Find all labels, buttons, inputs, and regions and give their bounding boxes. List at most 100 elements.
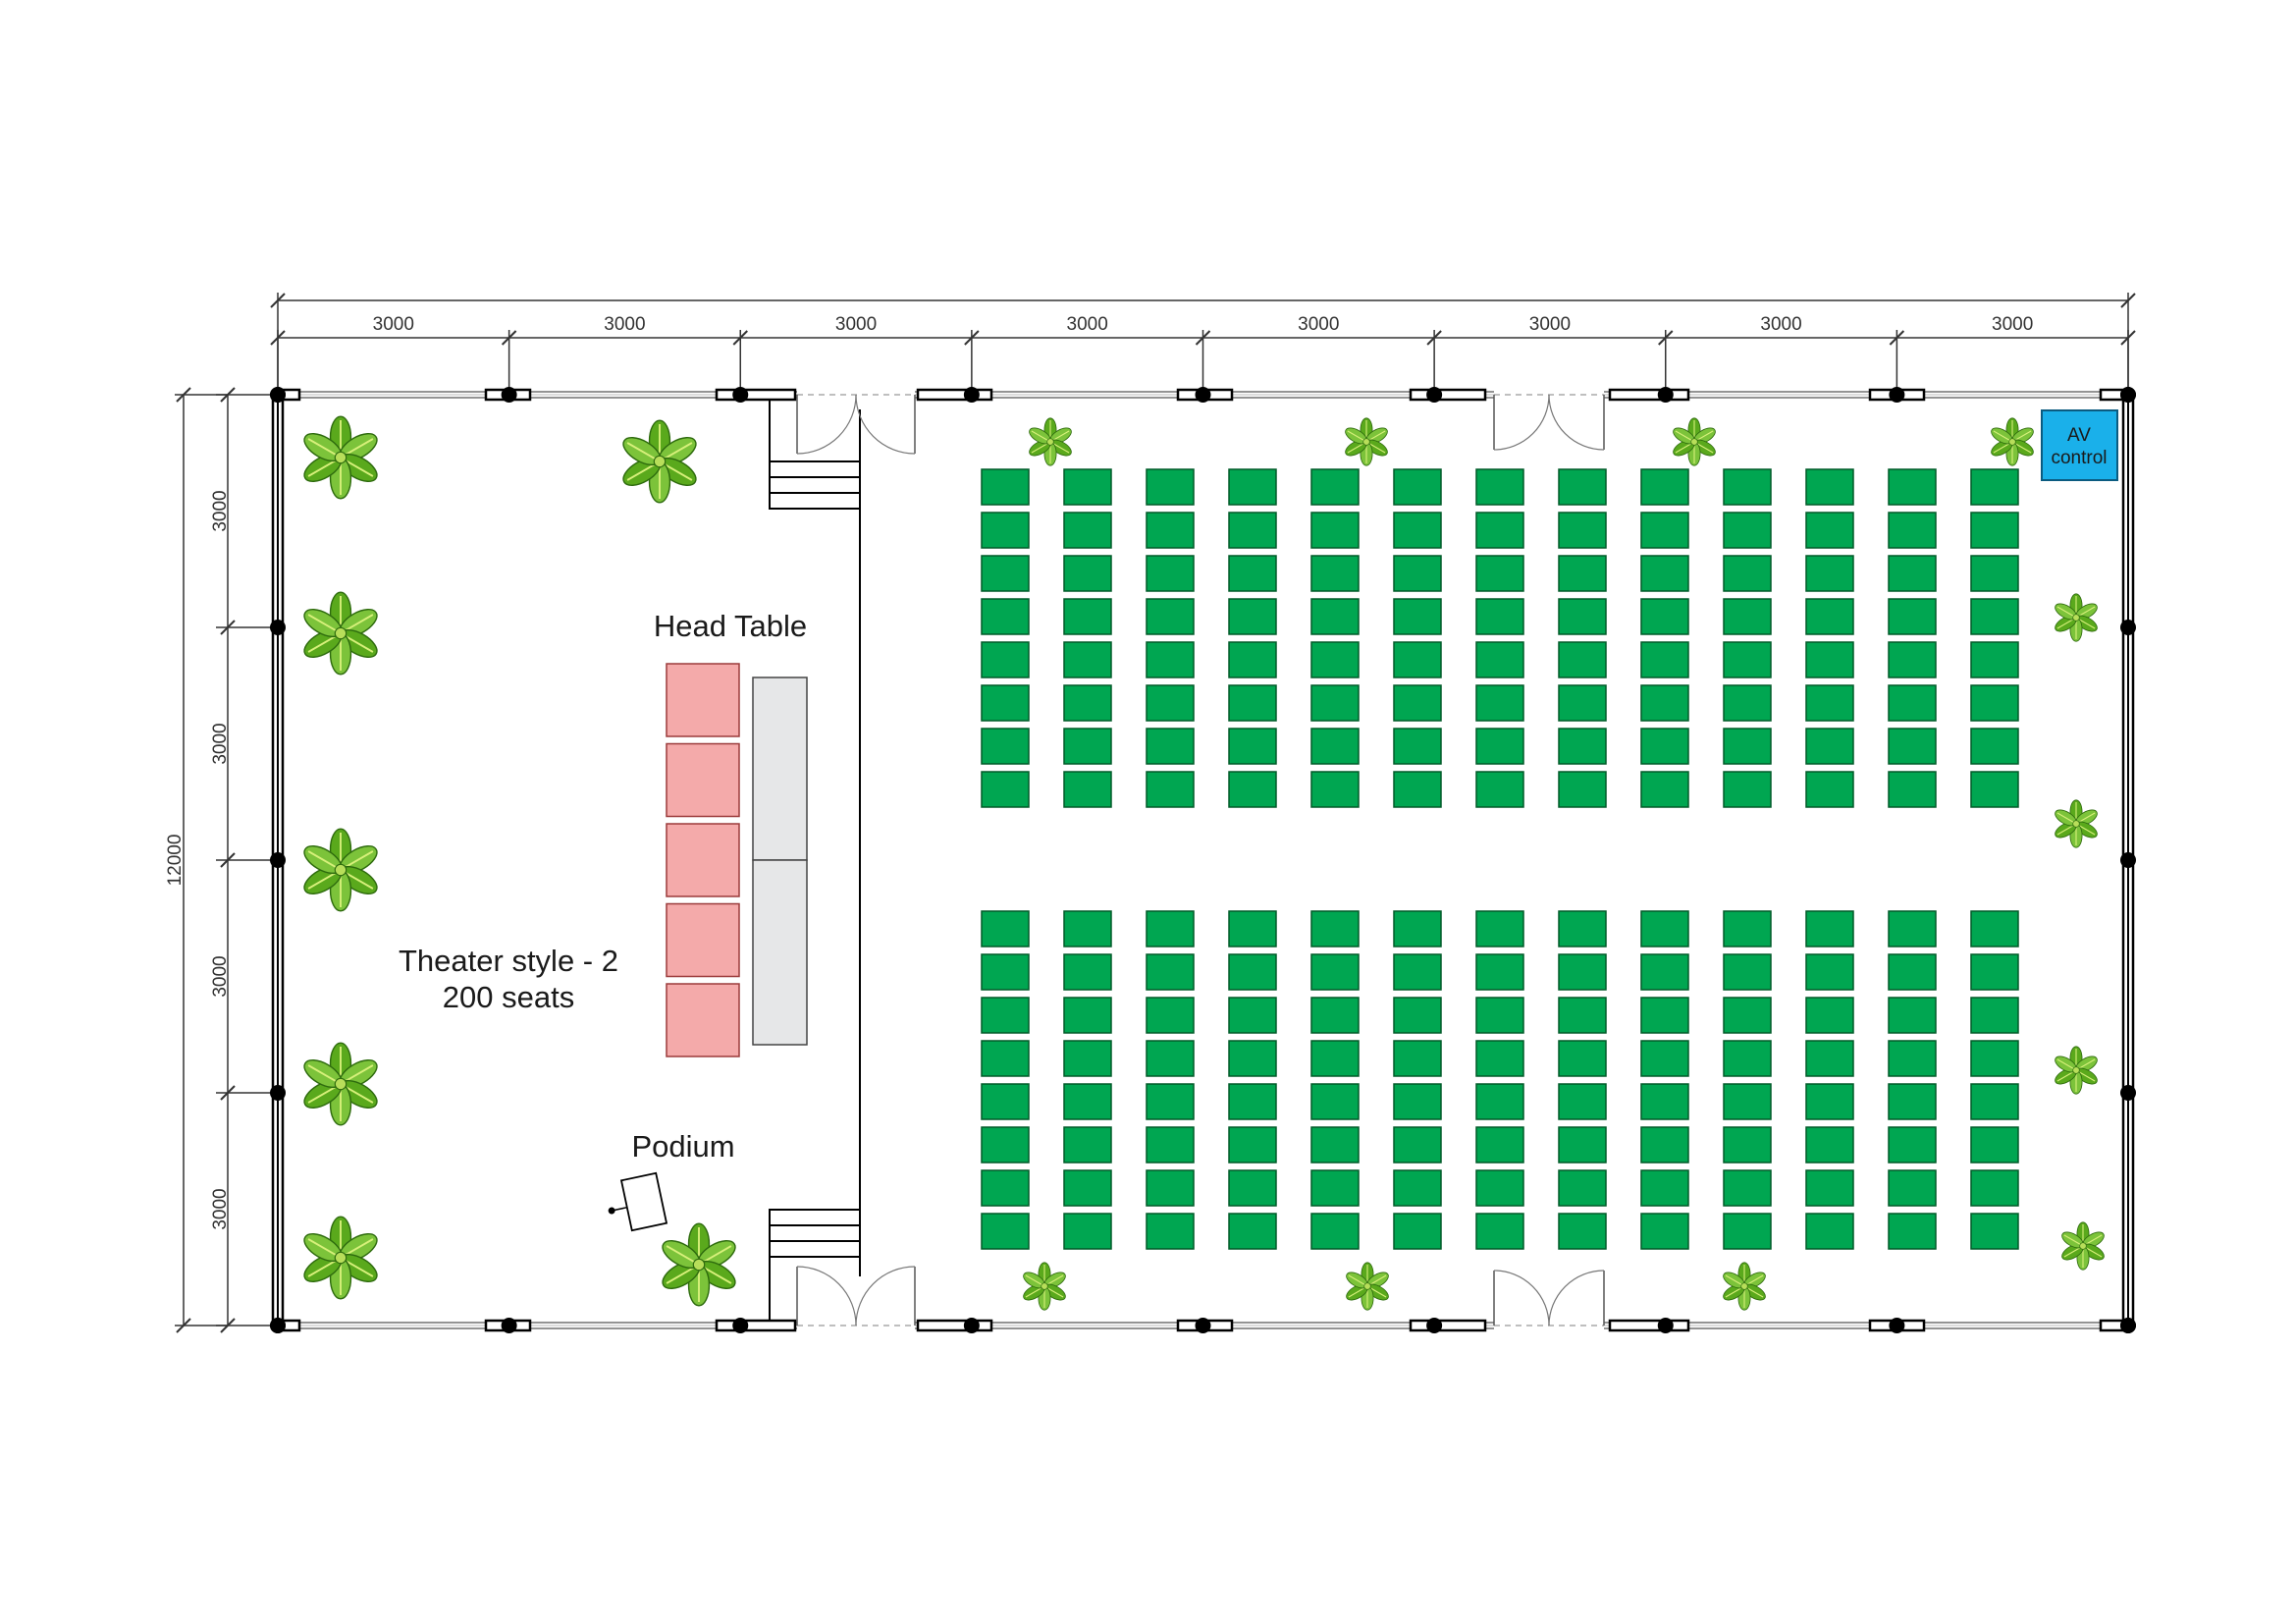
seat: [1228, 953, 1277, 991]
seat: [1723, 771, 1772, 808]
seat: [1888, 641, 1937, 678]
podium: [608, 1171, 668, 1232]
seat: [1888, 1126, 1937, 1164]
seat: [1475, 598, 1524, 635]
seat: [1475, 468, 1524, 506]
seat: [1063, 997, 1112, 1034]
column-icon: [1426, 1318, 1443, 1333]
bay-dimension-label: 3000: [604, 314, 645, 335]
column-icon: [1426, 387, 1443, 403]
seat: [981, 512, 1030, 549]
head-table-segment: [752, 859, 808, 1046]
seat: [1558, 728, 1607, 765]
seat: [1146, 953, 1195, 991]
seat: [1146, 1040, 1195, 1077]
seat: [1393, 641, 1442, 678]
seat: [1310, 641, 1360, 678]
seat: [1063, 1213, 1112, 1250]
seat: [1723, 1083, 1772, 1120]
plant-icon: [298, 828, 383, 912]
seat: [1310, 598, 1360, 635]
wall-segment: [916, 388, 993, 402]
seat: [1805, 771, 1854, 808]
seat: [1970, 1169, 2019, 1207]
seat: [1475, 555, 1524, 592]
seat: [981, 997, 1030, 1034]
seat: [1970, 1213, 2019, 1250]
seat: [1970, 997, 2019, 1034]
seat: [981, 598, 1030, 635]
seat: [1640, 1083, 1689, 1120]
seat: [1393, 997, 1442, 1034]
seat: [1970, 598, 2019, 635]
seat: [1228, 555, 1277, 592]
wall-segment: [1608, 1319, 1690, 1332]
seat: [1393, 1213, 1442, 1250]
seat: [1310, 1083, 1360, 1120]
bay-dimension-label: 3000: [210, 1188, 231, 1229]
seat: [1805, 684, 1854, 722]
seat: [1393, 555, 1442, 592]
seat: [1310, 512, 1360, 549]
seat: [1146, 910, 1195, 947]
seat: [1146, 1169, 1195, 1207]
seat: [1888, 953, 1937, 991]
seat: [1310, 555, 1360, 592]
seat: [1475, 728, 1524, 765]
seat: [1640, 641, 1689, 678]
seat: [1310, 1169, 1360, 1207]
seat: [1475, 1126, 1524, 1164]
plant-icon: [1026, 417, 1075, 466]
bay-dimension-label: 3000: [373, 314, 414, 335]
seat: [1558, 641, 1607, 678]
seat: [1640, 684, 1689, 722]
plant-icon: [1988, 417, 2037, 466]
seat: [1805, 512, 1854, 549]
door-swing-icon: [796, 389, 916, 455]
seat: [1888, 728, 1937, 765]
seat: [1228, 771, 1277, 808]
seat: [1970, 771, 2019, 808]
seat: [1640, 468, 1689, 506]
door-swing-icon: [796, 1266, 916, 1331]
seat: [1558, 598, 1607, 635]
seat: [1228, 598, 1277, 635]
seat: [1393, 1169, 1442, 1207]
plant-icon: [298, 1042, 383, 1126]
seat: [1640, 953, 1689, 991]
seat-count-label: 200 seats: [443, 980, 574, 1014]
seat: [1805, 1169, 1854, 1207]
plant-icon: [2052, 799, 2101, 848]
column-icon: [1195, 1318, 1211, 1333]
seat: [1393, 684, 1442, 722]
seat: [1310, 771, 1360, 808]
seat: [1970, 468, 2019, 506]
seat: [1805, 728, 1854, 765]
seat: [1063, 512, 1112, 549]
seat: [1310, 997, 1360, 1034]
column-icon: [270, 387, 286, 403]
seat: [1640, 1169, 1689, 1207]
seat: [1475, 771, 1524, 808]
seat: [1228, 1083, 1277, 1120]
seat: [1393, 468, 1442, 506]
bay-dimension-label: 3000: [1529, 314, 1571, 335]
door-swing-icon: [1493, 389, 1605, 451]
seat: [1393, 728, 1442, 765]
seat: [1888, 555, 1937, 592]
doors: [796, 389, 1605, 1331]
column-icon: [2120, 620, 2136, 635]
bay-dimension-label: 3000: [210, 955, 231, 997]
seat: [1475, 910, 1524, 947]
seat: [1063, 1126, 1112, 1164]
seat: [1063, 1083, 1112, 1120]
seat: [1063, 953, 1112, 991]
seat: [981, 1213, 1030, 1250]
seat: [1063, 728, 1112, 765]
head-table-chair: [666, 663, 740, 737]
seat: [1970, 1126, 2019, 1164]
column-icon: [1657, 387, 1674, 403]
seat: [981, 728, 1030, 765]
seat: [1640, 728, 1689, 765]
seat: [1723, 1169, 1772, 1207]
